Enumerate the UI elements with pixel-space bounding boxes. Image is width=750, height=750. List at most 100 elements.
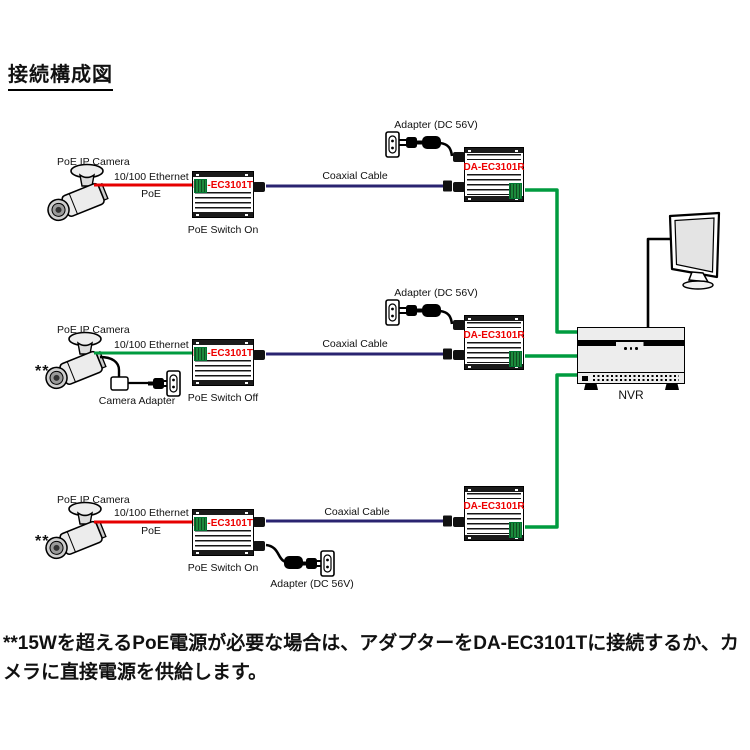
transmitter-label-row3: DA-EC3101T — [192, 517, 254, 529]
mount-flange-icon — [465, 535, 523, 540]
receiver-box-row3: DA-EC3101R — [453, 486, 525, 541]
nvr-foot — [665, 383, 679, 390]
page-title: 接続構成図 — [8, 58, 113, 91]
adapter-brick-icon-row3 — [284, 556, 303, 569]
outlet-icon-row1 — [385, 131, 400, 158]
transmitter-box-row3: DA-EC3101T — [192, 509, 265, 556]
mount-flange-icon — [193, 212, 253, 217]
adapter-brick-icon-row2 — [422, 304, 441, 317]
mount-flange-icon — [465, 316, 523, 321]
monitor-cable — [646, 237, 671, 328]
bnc-plug-icon-row1 — [443, 180, 452, 192]
mount-flange-icon — [193, 510, 253, 515]
ethernet-label-row1: 10/100 Ethernet — [114, 171, 189, 183]
adapter-brick-icon-row1 — [422, 136, 441, 149]
heatsink-fins — [467, 493, 521, 499]
power-connector-icon — [253, 541, 265, 551]
adapter-cable-row2 — [439, 309, 454, 325]
heatsink-fins — [467, 513, 521, 534]
heatsink-fins — [195, 530, 251, 549]
mount-flange-icon — [193, 172, 253, 177]
power-adapter-icon-row2 — [385, 299, 454, 326]
camera-label-row1: PoE IP Camera — [57, 156, 130, 168]
power-connector-icon — [453, 152, 465, 162]
footnote-marker-row2: ** — [35, 363, 50, 380]
rj45-port-icon — [194, 347, 207, 361]
bnc-connector-icon — [453, 182, 465, 192]
receiver-box-row1: DA-EC3101R — [453, 147, 525, 202]
switch-caption-row3: PoE Switch On — [187, 562, 259, 574]
heatsink-fins — [467, 174, 521, 195]
bnc-connector-icon — [453, 517, 465, 527]
nvr-box — [577, 327, 685, 390]
rj45-port-icon — [194, 517, 207, 531]
coax-label-row2: Coaxial Cable — [322, 338, 388, 350]
receiver-label-row3: DA-EC3101R — [463, 500, 525, 512]
bnc-connector-icon — [253, 350, 265, 360]
mount-flange-icon — [193, 550, 253, 555]
mount-flange-icon — [465, 487, 523, 492]
transmitter-label-row2: DA-EC3101T — [192, 347, 254, 359]
monitor-icon — [668, 211, 721, 290]
bnc-connector-icon — [253, 517, 265, 527]
rj45-port-icon — [509, 183, 522, 199]
heatsink-fins — [195, 192, 251, 211]
heatsink-fins — [467, 342, 521, 363]
nvr-body — [578, 351, 684, 372]
nvr-foot — [584, 383, 598, 390]
camera-adapter-brick-icon-row2 — [110, 376, 129, 391]
nvr-ports-icon — [593, 375, 679, 381]
outlet-icon-row2 — [385, 299, 400, 326]
trunk-line-row1 — [525, 188, 579, 334]
camera-adapter-icon-row2 — [99, 355, 181, 397]
bnc-connector-icon — [453, 350, 465, 360]
nvr-lid — [578, 328, 684, 342]
transmitter-box-row1: DA-EC3101T — [192, 171, 265, 218]
camera-adapter-label-row2: Camera Adapter — [98, 395, 176, 407]
mount-flange-icon — [465, 196, 523, 201]
power-adapter-icon-row1 — [385, 131, 454, 158]
switch-caption-row2: PoE Switch Off — [187, 392, 259, 404]
receiver-box-row2: DA-EC3101R — [453, 315, 525, 370]
camera-adapter-cable-row2 — [99, 355, 121, 378]
bnc-plug-icon-row3 — [443, 515, 452, 527]
ethernet-label-row2: 10/100 Ethernet — [114, 339, 189, 351]
switch-caption-row1: PoE Switch On — [187, 224, 259, 236]
nvr-label: NVR — [618, 388, 644, 402]
nvr-front-band — [578, 342, 684, 346]
adapter-label-row2: Adapter (DC 56V) — [394, 287, 478, 299]
poe-camera-icon-row3 — [41, 501, 108, 563]
receiver-label-row1: DA-EC3101R — [463, 161, 525, 173]
power-connector-icon — [453, 320, 465, 330]
heatsink-fins — [195, 360, 251, 379]
coax-label-row1: Coaxial Cable — [322, 170, 388, 182]
bnc-plug-icon-row2 — [443, 348, 452, 360]
camera-label-row3: PoE IP Camera — [57, 494, 130, 506]
nvr-buttons-icon — [578, 346, 684, 351]
ethernet-label-row3: 10/100 Ethernet — [114, 507, 189, 519]
rj45-port-icon — [509, 351, 522, 367]
bnc-connector-icon — [253, 182, 265, 192]
mount-flange-icon — [193, 340, 253, 345]
trunk-line-row3 — [525, 373, 579, 529]
mount-flange-icon — [193, 380, 253, 385]
poe-label-row3: PoE — [141, 525, 161, 537]
rj45-port-icon — [509, 522, 522, 538]
footnote-text: **15Wを超えるPoE電源が必要な場合は、アダプターをDA-EC3101Tに接… — [3, 633, 739, 683]
nvr-port-row — [578, 372, 684, 383]
transmitter-box-row2: DA-EC3101T — [192, 339, 265, 386]
adapter-label-row1: Adapter (DC 56V) — [394, 119, 478, 131]
heatsink-fins — [467, 154, 521, 160]
plug-icon-row2 — [399, 305, 423, 316]
power-adapter-icon-row3 — [265, 543, 335, 577]
adapter-cable-row3 — [265, 543, 287, 564]
rj45-port-icon — [194, 179, 207, 193]
poe-label-row1: PoE — [141, 188, 161, 200]
plug-icon-row1 — [399, 137, 423, 148]
mount-flange-icon — [465, 148, 523, 153]
mount-flange-icon — [465, 364, 523, 369]
poe-camera-icon-row2 — [41, 331, 108, 393]
transmitter-label-row1: DA-EC3101T — [192, 179, 254, 191]
